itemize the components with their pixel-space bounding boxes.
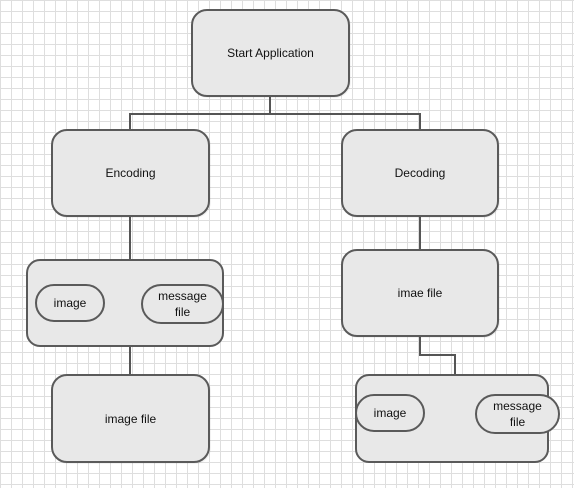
node-image-file[interactable]: image file	[51, 374, 210, 463]
encoding-image-label: image	[53, 296, 87, 310]
connector-elbow-to-group	[454, 354, 456, 374]
node-imae-file-label: imae file	[397, 286, 443, 300]
node-start-application[interactable]: Start Application	[191, 9, 350, 97]
connector-to-encoding	[129, 113, 131, 130]
encoding-message-file-pill[interactable]: message file	[141, 284, 224, 324]
connector-group-to-image-file	[129, 346, 131, 384]
encoding-message-file-label: message file	[158, 289, 207, 319]
node-imae-file[interactable]: imae file	[341, 249, 499, 337]
node-encoding[interactable]: Encoding	[51, 129, 210, 217]
connector-input-elbow	[419, 354, 456, 356]
connector-to-decoding	[419, 113, 421, 130]
decoding-message-file-pill[interactable]: message file	[475, 394, 560, 434]
connector-horizontal-bar	[129, 113, 421, 115]
node-image-file-label: image file	[104, 411, 157, 426]
connector-encoding-to-group	[129, 216, 131, 260]
connector-root-down	[269, 96, 271, 114]
decoding-message-file-label: message file	[493, 399, 542, 429]
connector-decoding-to-input	[419, 216, 421, 250]
connector-input-down	[419, 336, 421, 356]
decoding-image-pill[interactable]: image	[355, 394, 425, 432]
node-start-application-label: Start Application	[227, 46, 314, 60]
encoding-image-pill[interactable]: image	[35, 284, 105, 322]
node-decoding-label: Decoding	[394, 166, 446, 180]
decoding-image-label: image	[373, 406, 407, 420]
node-decoding[interactable]: Decoding	[341, 129, 499, 217]
node-encoding-label: Encoding	[105, 166, 156, 180]
